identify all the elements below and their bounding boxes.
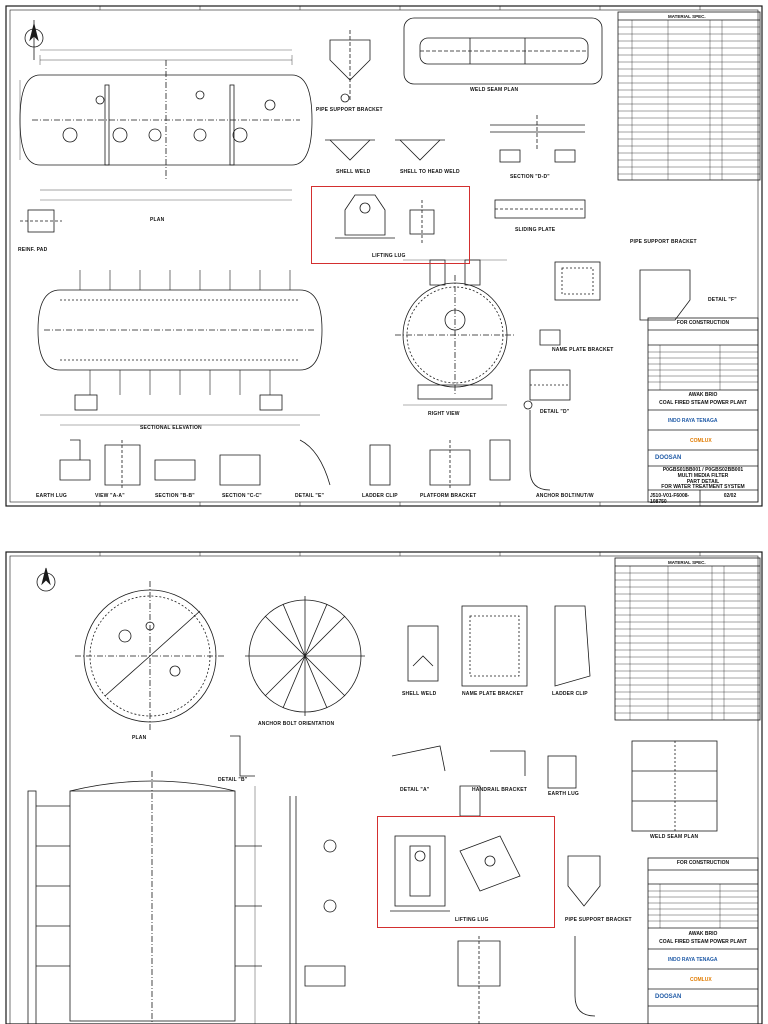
comlux-logo: COMLUX [690,438,712,444]
sectional-elevation-label: SECTIONAL ELEVATION [140,425,202,431]
pipe-support-bracket-label: PIPE SUPPORT BRACKET [316,107,383,113]
name-plate-bracket-label-2: NAME PLATE BRACKET [462,691,524,697]
detail-f-label: DETAIL "F" [708,297,737,303]
section-dd-label: SECTION "D-D" [510,174,550,180]
material-spec-title-2: MATERIAL SPEC. [668,560,706,565]
section-bb-label: SECTION "B-B" [155,493,195,499]
platform-bracket-label: PLATFORM BRACKET [420,493,477,499]
detail-e-label: DETAIL "E" [295,493,325,499]
earth-lug-label: EARTH LUG [36,493,67,499]
doosan-logo-2: DOOSAN [655,994,682,1000]
detail-a-label: DETAIL "A" [400,787,430,793]
material-spec-title: MATERIAL SPEC. [668,14,706,19]
right-view-label: RIGHT VIEW [428,411,460,417]
sheet-number: 02/02 [723,493,737,499]
lifting-lug-highlight-2 [377,816,555,928]
drawing-sheet-1: PLAN WELD SEAM PLAN PIPE SUPPORT BRACKET… [5,5,763,507]
doosan-logo: DOOSAN [655,455,682,461]
view-aa-label: VIEW "A-A" [95,493,125,499]
weld-seam-plan-label-2: WELD SEAM PLAN [650,834,699,840]
pipe-support-bracket-label-3: PIPE SUPPORT BRACKET [565,917,632,923]
section-cc-label: SECTION "C-C" [222,493,262,499]
sliding-plate-label: SLIDING PLATE [515,227,556,233]
for-construction-stamp: FOR CONSTRUCTION [676,320,730,326]
shell-to-head-weld-label: SHELL TO HEAD WELD [400,169,460,175]
equipment-name-1: MULTI MEDIA FILTER [677,473,729,479]
comlux-logo-2: COMLUX [690,977,712,983]
lifting-lug-label-2: LIFTING LUG [455,917,489,923]
shell-weld-label: SHELL WELD [336,169,371,175]
indo-raya-logo-2: INDO RAYA TENAGA [668,957,718,963]
document-number: J510-V01-F6008-108750 [650,493,690,505]
reinf-pad-label: REINF. PAD [18,247,48,253]
anchor-bolt-orientation-label: ANCHOR BOLT ORIENTATION [258,721,335,727]
ladder-clip-label-2: LADDER CLIP [552,691,588,697]
indo-raya-logo: INDO RAYA TENAGA [668,418,718,424]
equipment-tag: P0GBS01BB001 / P0GBS02BB001 [662,467,744,473]
sheet-1-linework [5,5,763,507]
project-name-1-sheet2: AWAK BRIO [688,931,718,937]
handrail-bracket-label: HANDRAIL BRACKET [472,787,528,793]
equipment-name-3: FOR WATER TREATMENT SYSTEM [661,484,745,490]
ladder-clip-label: LADDER CLIP [362,493,398,499]
equipment-name-2: PART DETAIL [686,479,720,485]
lifting-lug-highlight [311,186,470,264]
plan-label: PLAN [150,217,165,223]
drawing-sheet-2: PLAN ANCHOR BOLT ORIENTATION SHELL WELD … [0,546,768,1024]
shell-weld-label-2: SHELL WELD [402,691,437,697]
pipe-support-bracket-2-label: PIPE SUPPORT BRACKET [630,239,697,245]
project-name-2-sheet2: COAL FIRED STEAM POWER PLANT [659,939,747,945]
project-name-2: COAL FIRED STEAM POWER PLANT [659,400,747,406]
lifting-lug-label: LIFTING LUG [372,253,406,259]
detail-d-label: DETAIL "D" [540,409,570,415]
plan-label-2: PLAN [132,735,147,741]
sheet-2-linework [5,551,763,1024]
name-plate-bracket-label: NAME PLATE BRACKET [552,347,614,353]
anchor-bolt-label: ANCHOR BOLT/NUT/W [536,493,594,499]
detail-b-label: DETAIL "B" [218,777,248,783]
for-construction-stamp-2: FOR CONSTRUCTION [676,860,730,866]
earth-lug-label-2: EARTH LUG [548,791,579,797]
weld-seam-plan-label: WELD SEAM PLAN [470,87,519,93]
project-name-1: AWAK BRIO [688,392,718,398]
